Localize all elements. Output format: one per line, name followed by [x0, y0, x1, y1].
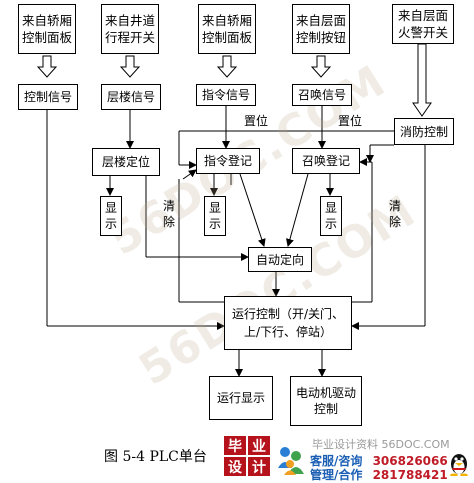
clear-label-1: 清 除: [162, 199, 175, 229]
logo-char-1: 毕: [224, 436, 246, 455]
set-label-2: 置位: [338, 114, 363, 128]
site-logo: 毕 业 设 计: [222, 435, 272, 477]
hollow-arrow-s3: [216, 55, 238, 78]
hollow-arrow-s4: [310, 55, 332, 78]
control-signal-box: 控制信号: [18, 84, 78, 110]
command-signal-box: 指令信号: [196, 84, 256, 106]
floor-position-box: 层楼定位: [92, 148, 160, 176]
people-icon: [278, 447, 304, 475]
display-box-1: 显 示: [100, 196, 122, 236]
source-box-shaft-switch: 来自井道 行程开关: [101, 4, 159, 54]
logo-char-3: 设: [224, 457, 246, 476]
floor-signal-box: 层楼信号: [101, 84, 161, 110]
call-register-box: 召唤登记: [292, 148, 360, 174]
logo-char-4: 计: [248, 457, 270, 476]
source-box-car-panel-2: 来自轿厢 控制面板: [198, 4, 256, 54]
service-label: 客服/咨询: [310, 454, 363, 468]
manage-number: 281788421: [372, 468, 448, 482]
banner-url-text: 毕业设计资料 56DOC.COM: [312, 438, 450, 451]
clear-label-2: 清 除: [388, 199, 401, 229]
contact-row-service: 客服/咨询 306826066: [310, 452, 448, 469]
logo-char-2: 业: [248, 436, 270, 455]
source-box-car-panel-1: 来自轿厢 控制面板: [18, 4, 76, 54]
motor-drive-box: 电动机驱动 控制: [290, 376, 362, 426]
figure-caption: 图 5-4 PLC单台: [104, 449, 207, 465]
auto-direction-box: 自动定向: [248, 247, 312, 272]
display-box-3: 显 示: [320, 196, 342, 236]
hollow-arrow-s1: [36, 55, 58, 78]
service-number: 306826066: [372, 454, 448, 468]
set-label-1: 置位: [244, 114, 269, 128]
hollow-arrow-s2: [119, 55, 141, 78]
run-control-box: 运行控制（开/关门、 上/下行、停站）: [224, 296, 352, 350]
manage-label: 管理/合作: [310, 468, 363, 482]
display-box-2: 显 示: [204, 196, 226, 236]
command-register-box: 指令登记: [196, 148, 260, 174]
contact-banner: 毕业设计资料 56DOC.COM 客服/咨询 306826066 管理/合作 2…: [276, 436, 472, 483]
call-signal-box: 召唤信号: [292, 84, 352, 106]
source-box-hall-buttons: 来自层面 控制按钮: [292, 4, 350, 54]
fire-control-box: 消防控制: [394, 118, 454, 145]
qq-penguin-icon: [450, 454, 468, 476]
run-display-box: 运行显示: [209, 376, 273, 420]
source-box-fire-switch: 来自层面 火警开关: [392, 4, 454, 44]
contact-row-manage: 管理/合作 281788421: [310, 466, 448, 483]
hollow-arrow-s5: [412, 43, 432, 117]
